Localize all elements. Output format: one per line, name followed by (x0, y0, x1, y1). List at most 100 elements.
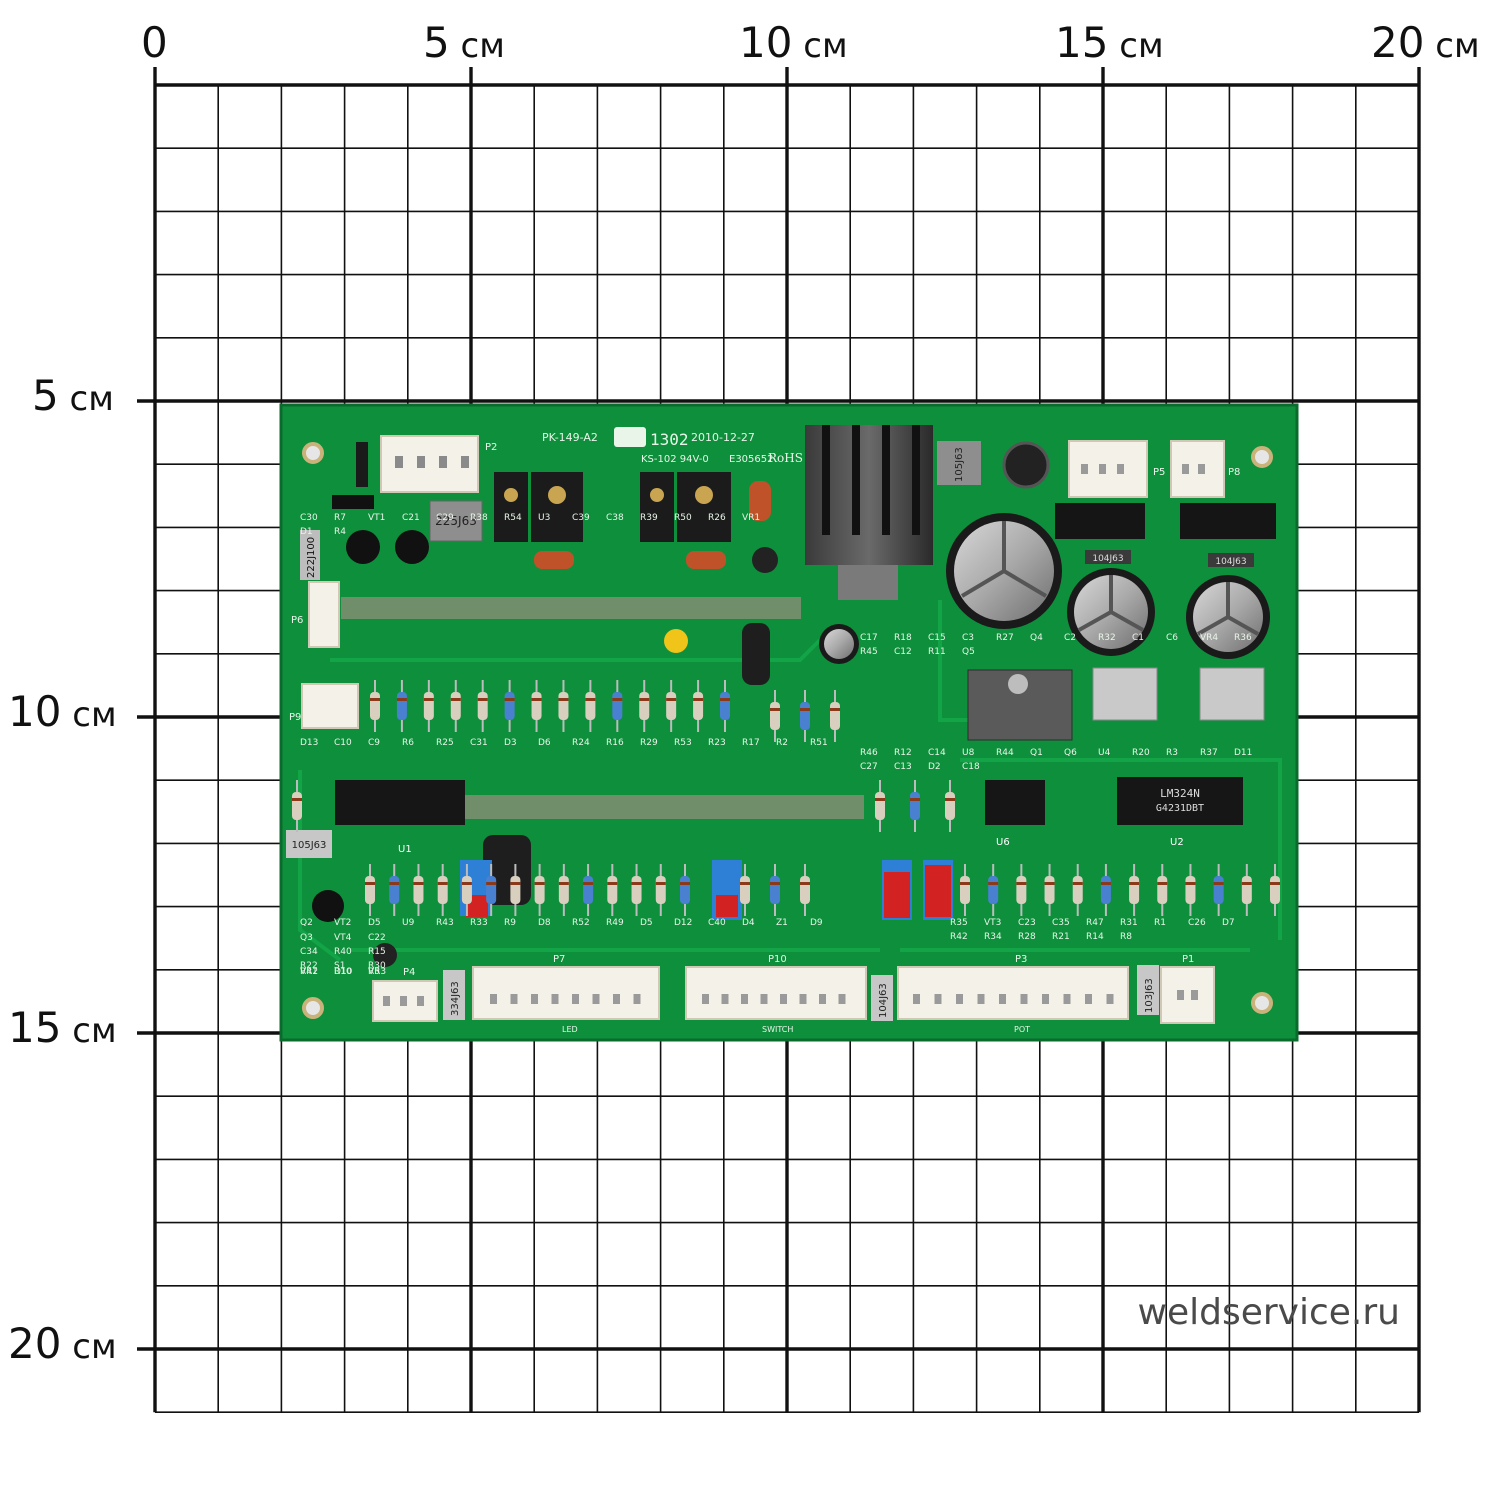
heatsink-small (967, 669, 1073, 741)
axial-resistor (558, 680, 569, 732)
ruler-left-label: 10 см (8, 687, 117, 736)
component-ref-label: C14 (928, 748, 946, 758)
axial-resistor (875, 780, 885, 832)
component-ref-label: R15 (368, 947, 386, 957)
capacitor-c20-label: 104J63 (878, 983, 889, 1018)
component-ref-label: R3 (1166, 748, 1178, 758)
axial-resistor (531, 680, 542, 732)
component-ref-label: R31 (1120, 918, 1138, 928)
axial-resistor (534, 864, 545, 916)
component-ref-label: R27 (996, 633, 1014, 643)
connector-pin (1063, 994, 1071, 1004)
component-ref-label: R23 (708, 738, 726, 748)
component-ref-label: Q5 (962, 647, 975, 657)
axial-resistor (693, 680, 704, 732)
component-ref-label: R25 (436, 738, 454, 748)
capacitor-c18 (373, 943, 397, 967)
axial-resistor (770, 864, 780, 916)
capacitor-c25 (1085, 550, 1131, 564)
connector-p8-ref: P8 (1228, 467, 1240, 478)
component-ref-label: R41 (300, 967, 318, 977)
component-ref-label: C9 (368, 738, 380, 748)
component-ref-label: U8 (962, 748, 975, 758)
axial-resistor (292, 780, 302, 832)
axial-resistor (461, 864, 472, 916)
connector-pins (383, 464, 1205, 1006)
connector-p5 (1068, 440, 1148, 498)
board-spec: KS-102 94V-0 (641, 454, 709, 465)
transistor-q3 (395, 530, 429, 564)
component-ref-label: C21 (402, 513, 420, 523)
connector-pin (1198, 464, 1205, 474)
board-batch: 1302 (650, 430, 689, 449)
component-ref-label: R10 (334, 967, 352, 977)
component-ref-label: C17 (860, 633, 878, 643)
connector-pin (819, 994, 826, 1004)
component-ref-label: R28 (1018, 932, 1036, 942)
ruler-top-label: 5 см (423, 18, 505, 67)
chip-u1-ref: U1 (398, 844, 412, 855)
component-ref-label: R4 (334, 527, 346, 537)
chip-u2 (1117, 777, 1243, 825)
capacitor-c36 (443, 970, 465, 1020)
component-ref-label: R44 (996, 748, 1014, 758)
axial-resistor (680, 864, 690, 916)
connector-pin (572, 994, 579, 1004)
screw (1008, 674, 1028, 694)
axial-resistor (486, 864, 497, 916)
axial-resistor (800, 690, 810, 742)
capacitor-c20 (871, 975, 893, 1021)
component-ref-label: C38 (606, 513, 624, 523)
component-ref-label: Q2 (300, 918, 313, 928)
connector-p4-ref: P4 (403, 967, 415, 978)
component-ref-label: C12 (894, 647, 912, 657)
axial-resistor (504, 680, 515, 732)
capacitor-c33 (1208, 553, 1254, 567)
connector-pin (760, 994, 768, 1004)
component-ref-label: R51 (810, 738, 828, 748)
axial-resistor (1016, 864, 1027, 916)
capacitor-c36-label: 334J63 (450, 981, 461, 1016)
component-ref-label: C18 (962, 762, 980, 772)
board-cert: E305652 (729, 454, 774, 465)
axial-resistor (389, 864, 400, 916)
component-ref-label: D6 (538, 738, 551, 748)
component-ref-label: Q1 (1030, 748, 1043, 758)
component-ref-label: R29 (640, 738, 658, 748)
component-ref-label: D10 (334, 967, 353, 977)
component-ref-label: Q4 (1030, 633, 1043, 643)
connector-p1 (1160, 966, 1215, 1024)
axial-resistor (666, 680, 677, 732)
connector-p7-ref: P7 (553, 954, 565, 965)
component-ref-label: Q6 (1064, 748, 1077, 758)
ruler-left-label-number: 5 (32, 371, 59, 420)
component-ref-label: R45 (860, 647, 878, 657)
axial-resistor (770, 690, 780, 742)
component-ref-label: D7 (1222, 918, 1235, 928)
component-ref-label: C3 (962, 633, 974, 643)
connector-pin (592, 994, 600, 1004)
component-ref-label: Z1 (776, 918, 788, 928)
capacitor-c33-label: 104J63 (1215, 557, 1246, 567)
capacitor-c5 (1137, 965, 1159, 1015)
axial-resistor (423, 680, 434, 732)
component-ref-label: R54 (504, 513, 522, 523)
ruler-left-label-unit: см (61, 1327, 117, 1367)
component-ref-label: C10 (334, 738, 352, 748)
connector-p3 (897, 966, 1129, 1020)
connector-pin (1191, 990, 1198, 1000)
connector-pin (741, 994, 748, 1004)
component-ref-label: C40 (708, 918, 726, 928)
component-ref-label: VT4 (334, 933, 352, 943)
capacitor-c4 (937, 441, 981, 485)
component-ref-label: R43 (436, 918, 454, 928)
resistor-c30 (356, 442, 368, 487)
axial-resistor (437, 864, 448, 916)
board-model: PK-149-A2 (542, 431, 598, 444)
connector-pin (400, 996, 407, 1006)
axial-resistor (655, 864, 666, 916)
axial-resistor (910, 780, 920, 832)
component-ref-label: VT1 (368, 513, 385, 523)
component-ref-label: U3 (538, 513, 550, 523)
